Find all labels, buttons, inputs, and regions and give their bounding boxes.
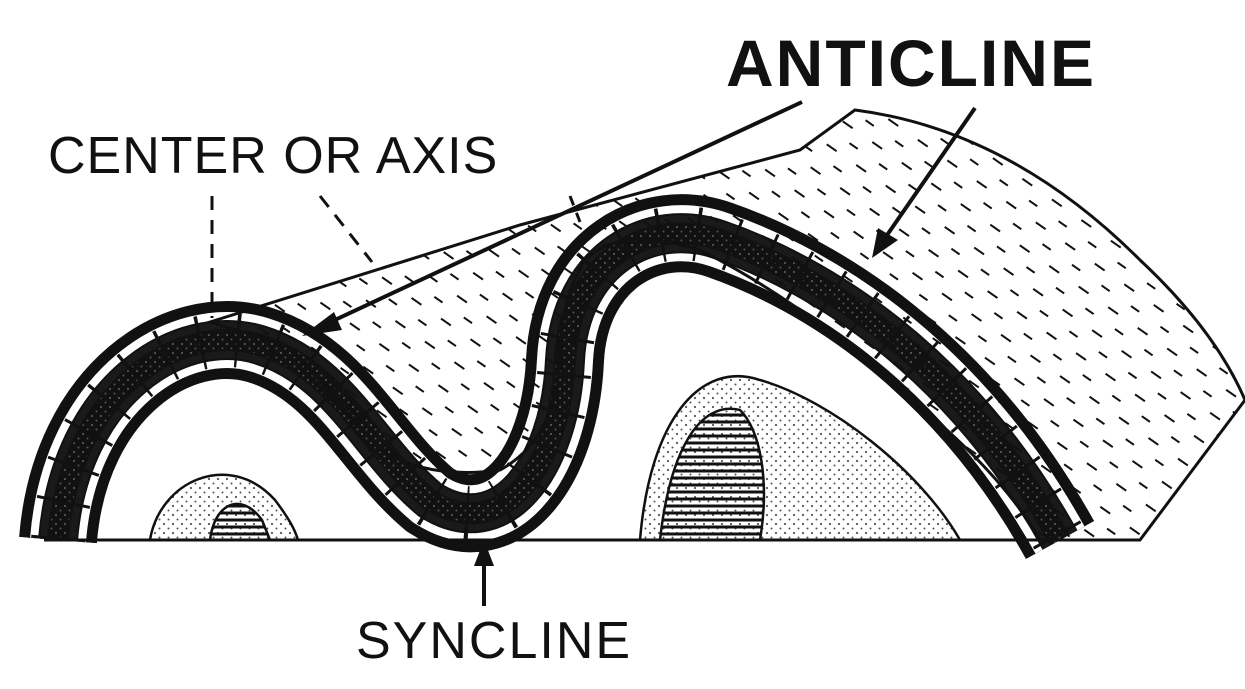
axis-line-middle bbox=[320, 196, 372, 262]
syncline-label: SYNCLINE bbox=[356, 615, 632, 667]
center-axis-label: CENTER OR AXIS bbox=[48, 130, 498, 182]
anticline-label: ANTICLINE bbox=[726, 30, 1096, 96]
